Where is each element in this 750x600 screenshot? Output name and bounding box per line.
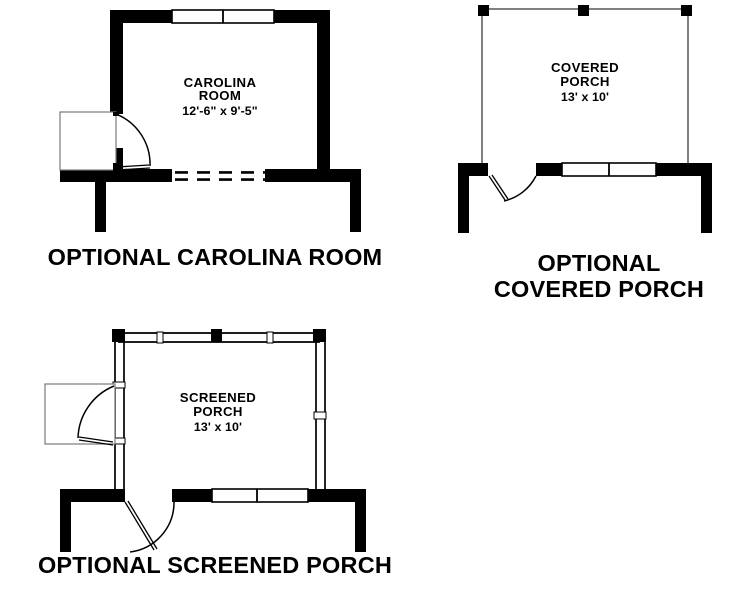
plan-optional-covered-porch: COVERED PORCH 13' x 10' (450, 0, 750, 310)
covered-porch-post-top-right (681, 5, 692, 16)
carolina-bottom-wall-left (60, 169, 172, 182)
screened-side-door-swing-arc (77, 385, 115, 439)
carolina-top-wall-right (274, 10, 330, 23)
carolina-house-wall-stub-right (350, 182, 361, 232)
screened-panel-joint-right-1 (313, 411, 327, 420)
carolina-door-landing (59, 111, 117, 171)
screened-house-wall-left (60, 489, 115, 502)
carolina-house-wall-stub-left (95, 182, 106, 232)
covered-porch-post-top-left (478, 5, 489, 16)
carolina-door-swing-arc (115, 113, 151, 167)
screened-house-stub-right (355, 502, 366, 552)
screened-post-top-left (112, 329, 125, 342)
covered-porch-door-opening (488, 163, 536, 176)
covered-porch-name-line2: PORCH (560, 74, 610, 89)
carolina-bottom-wall-right (265, 169, 361, 182)
screened-post-bottom-left (112, 489, 125, 502)
carolina-entry-door (59, 111, 151, 171)
screened-porch-drawing: SCREENED PORCH 13' x 10' (44, 329, 366, 553)
screened-porch-name-line2: PORCH (193, 404, 243, 419)
screened-porch-top-wall (112, 329, 326, 344)
covered-porch-house-stub-left (458, 176, 469, 233)
caption-covered-line2: COVERED PORCH (493, 276, 705, 303)
carolina-room-drawing: CAROLINA ROOM 12'-6" x 9'-5" (59, 9, 361, 232)
screened-panel-joint-top-2 (266, 331, 274, 344)
carolina-right-wall (317, 10, 330, 174)
screened-porch-name-line1: SCREENED (180, 390, 256, 405)
carolina-removed-wall-dashed (153, 171, 268, 181)
screened-bottom-window (211, 488, 309, 503)
caption-covered-line1: OPTIONAL (537, 250, 661, 276)
covered-porch-house-wall-mid (536, 163, 562, 176)
screened-house-wall-mid (172, 489, 212, 502)
caption-optional-screened-porch: OPTIONAL SCREENED PORCH (37, 552, 393, 578)
carolina-room-name-line1: CAROLINA (184, 75, 257, 90)
screened-porch-dimensions: 13' x 10' (194, 420, 242, 434)
screened-porch-right-wall (313, 342, 327, 502)
carolina-room-dimensions: 12'-6" x 9'-5" (182, 104, 258, 118)
screened-bottom-door-swing-arc (129, 501, 175, 553)
screened-post-top-right (313, 329, 326, 342)
covered-porch-door-swing-arc (503, 175, 537, 202)
covered-porch-house-wall-far-left (458, 163, 488, 176)
screened-house-stub-left (60, 502, 71, 552)
screened-porch-side-door (44, 383, 116, 446)
screened-post-top-center (211, 329, 222, 342)
carolina-left-wall-upper (110, 10, 123, 114)
covered-porch-house-wall-right (656, 163, 712, 176)
screened-side-door-landing (44, 383, 116, 445)
covered-porch-dimensions: 13' x 10' (561, 90, 609, 104)
plan-optional-carolina-room: CAROLINA ROOM 12'-6" x 9'-5" (0, 0, 420, 290)
screened-porch-bottom-door (124, 500, 175, 553)
covered-porch-drawing: COVERED PORCH 13' x 10' (458, 5, 712, 233)
plan-optional-screened-porch: SCREENED PORCH 13' x 10' (0, 318, 430, 600)
screened-house-wall-right (308, 489, 366, 502)
covered-porch-post-top-center (578, 5, 589, 16)
covered-porch-name-line1: COVERED (551, 60, 619, 75)
screened-bottom-door-opening (124, 489, 174, 502)
carolina-room-name-line2: ROOM (199, 88, 242, 103)
carolina-top-wall-left (110, 10, 172, 23)
caption-optional-carolina-room: OPTIONAL CAROLINA ROOM (47, 244, 383, 270)
screened-panel-joint-top-1 (156, 331, 164, 344)
covered-porch-house-stub-right (701, 176, 712, 233)
covered-porch-door (488, 174, 537, 202)
